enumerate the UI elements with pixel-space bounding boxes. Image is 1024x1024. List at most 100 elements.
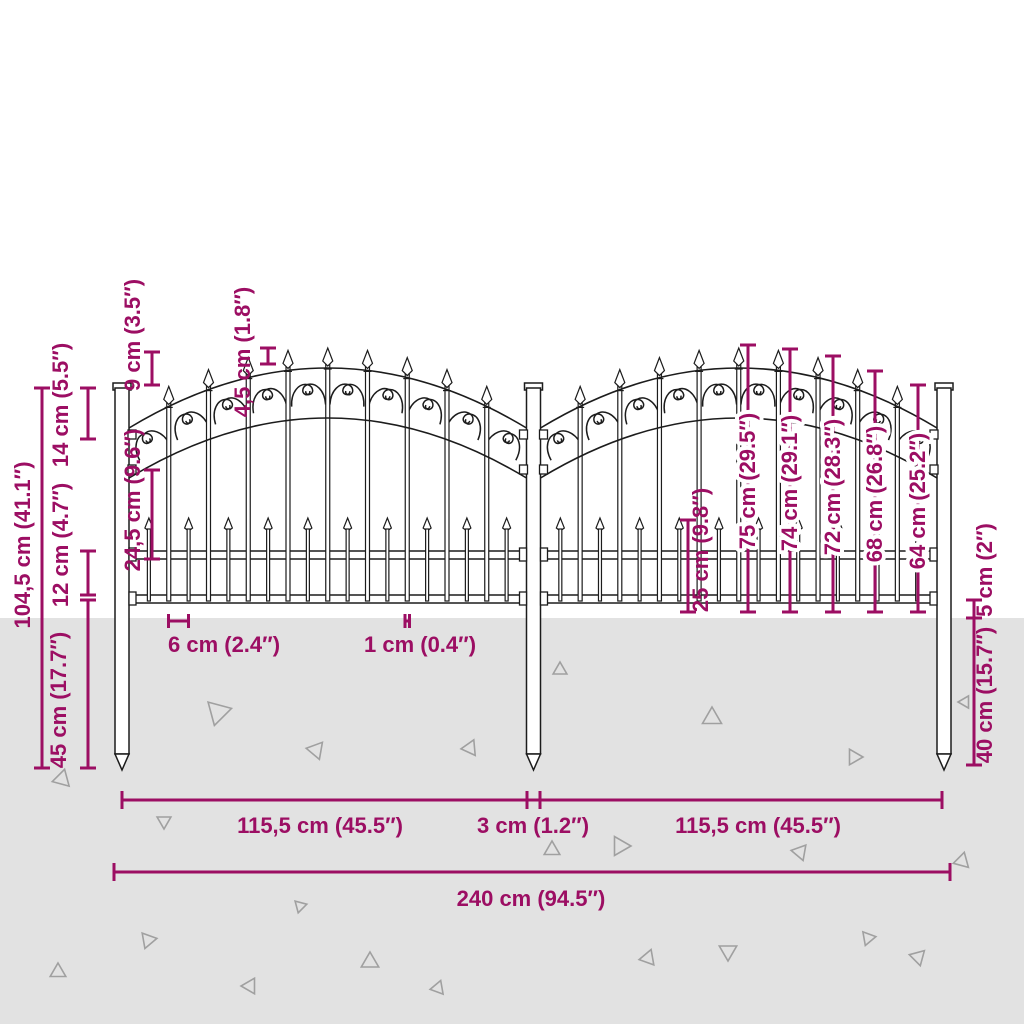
arch-band-left-panel xyxy=(129,368,527,478)
ground-texture-triangle xyxy=(293,899,309,915)
scroll-ornament xyxy=(485,430,521,461)
dim-picket_height_75-label: 75 cm (29.5″) xyxy=(735,413,760,550)
dim-spike_below_ground-label: 40 cm (15.7″) xyxy=(972,627,997,764)
dim-panel_width_right-label: 115,5 cm (45.5″) xyxy=(675,813,841,838)
ground-texture-triangle xyxy=(613,835,633,857)
ground-texture-triangle xyxy=(141,931,159,951)
tall-picket xyxy=(325,363,331,602)
scroll-ornament xyxy=(367,387,404,414)
short-picket xyxy=(226,528,231,602)
scroll-ornament xyxy=(290,383,327,407)
scroll-ornament xyxy=(445,411,482,441)
short-picket xyxy=(385,528,390,602)
post-body xyxy=(936,387,952,755)
spear-finial-icon xyxy=(481,384,493,406)
rail-bracket xyxy=(518,547,528,562)
ground-texture-triangle xyxy=(907,949,926,968)
scroll-ornament xyxy=(406,397,443,425)
scroll-ornament xyxy=(663,387,699,414)
spear-finial-icon xyxy=(322,346,334,367)
short-picket xyxy=(597,528,603,602)
short-picket xyxy=(305,528,310,602)
band-bracket xyxy=(127,429,137,440)
spear-finial-icon xyxy=(361,348,374,370)
band-bracket xyxy=(127,464,137,475)
arch-band-right-panel xyxy=(540,368,937,478)
spear-finial-icon xyxy=(163,384,175,406)
short-picket xyxy=(425,528,430,602)
ground-texture-triangle xyxy=(848,747,865,767)
ground-texture-triangle xyxy=(459,738,477,757)
post-ground-spike xyxy=(935,753,953,772)
tall-picket xyxy=(166,401,172,602)
dim-short_picket_height-label: 25 cm (9.8″) xyxy=(688,488,713,612)
ground-texture-triangle xyxy=(789,843,807,863)
spear-finial-icon xyxy=(693,348,705,370)
dim-post_below_rail-label: 45 cm (17.7″) xyxy=(46,632,71,769)
dim-finial_to_post_top-label: 9 cm (3.5″) xyxy=(120,279,145,391)
post-ground-spike xyxy=(113,753,131,772)
posts xyxy=(112,382,954,772)
spear-finial-icon xyxy=(772,348,785,370)
dimension-annotations: 104,5 cm (41.1″)14 cm (5.5″)12 cm (4.7″)… xyxy=(10,279,997,911)
ground-texture-triangle xyxy=(637,947,655,967)
short-picket xyxy=(345,528,350,602)
dim-band_to_rail-label: 24,5 cm (9.6″) xyxy=(120,429,145,572)
dim-picket_width-label: 1 cm (0.4″) xyxy=(364,632,476,657)
dim-post_height_above_ground-label: 64 cm (25.2″) xyxy=(905,433,930,570)
tall-picket xyxy=(444,385,450,602)
pickets xyxy=(144,346,922,602)
band-bracket xyxy=(538,429,549,440)
dim-picket_height_74-label: 74 cm (29.1″) xyxy=(777,415,802,552)
ground-texture-triangle xyxy=(701,705,723,725)
scroll-ornament xyxy=(252,387,288,414)
spear-finial-icon xyxy=(242,355,254,377)
short-picket xyxy=(677,528,682,602)
tall-picket xyxy=(656,373,663,602)
tall-picket xyxy=(617,385,623,602)
tall-picket xyxy=(484,401,490,602)
arch-band-top-edge xyxy=(540,367,938,429)
arch-band-top-edge xyxy=(128,367,527,429)
post-ground-spike xyxy=(525,753,542,772)
rail-bracket xyxy=(539,591,549,606)
dim-height_total-label: 104,5 cm (41.1″) xyxy=(10,461,35,628)
ground xyxy=(0,618,1024,1024)
short-picket xyxy=(637,528,642,602)
tall-picket xyxy=(855,385,861,602)
spear-finial-icon xyxy=(401,355,413,377)
left-post xyxy=(112,382,132,772)
tall-picket xyxy=(577,401,583,602)
band-bracket xyxy=(518,464,529,475)
ground-texture-triangle xyxy=(239,976,256,996)
arch-band-bottom-edge xyxy=(128,417,527,479)
tall-picket xyxy=(404,373,410,602)
rail-bracket xyxy=(929,591,938,606)
ground-texture-triangle xyxy=(155,816,173,831)
dim-picket_height_68-label: 68 cm (26.8″) xyxy=(862,426,887,563)
rail-bracket xyxy=(539,547,549,562)
dim-panel_width_left-label: 115,5 cm (45.5″) xyxy=(237,813,403,838)
scroll-ornament xyxy=(329,383,365,407)
rail-bracket xyxy=(128,591,137,606)
ground-texture xyxy=(48,660,970,996)
ground-texture-triangle xyxy=(861,930,878,948)
tall-picket xyxy=(205,385,212,602)
ground-texture-triangle xyxy=(951,850,970,869)
ground-texture-triangle xyxy=(717,945,739,963)
band-bracket xyxy=(538,464,549,475)
tall-picket xyxy=(894,401,900,602)
brackets xyxy=(127,429,939,606)
short-picket xyxy=(146,528,151,602)
spear-finial-icon xyxy=(282,348,294,370)
ground-texture-triangle xyxy=(428,978,445,996)
short-picket xyxy=(716,528,722,602)
spear-finial-icon xyxy=(812,355,824,377)
arch-band-bottom-edge xyxy=(540,417,938,479)
ground-texture-triangle xyxy=(956,694,970,710)
dim-picket_height_72-label: 72 cm (28.3″) xyxy=(820,419,845,556)
post-body xyxy=(525,387,542,755)
rail-bracket xyxy=(929,547,938,562)
band-bracket xyxy=(929,429,939,440)
